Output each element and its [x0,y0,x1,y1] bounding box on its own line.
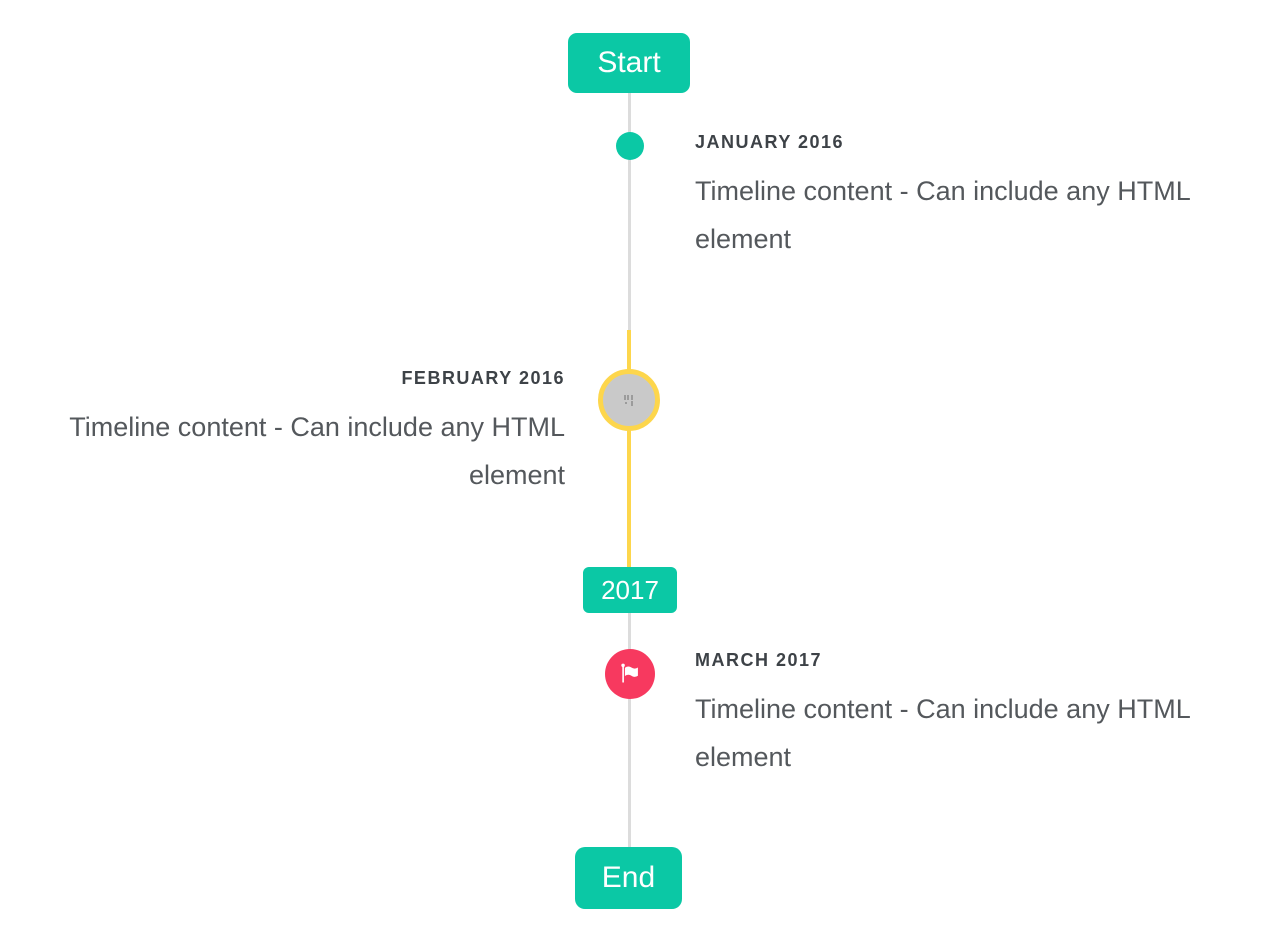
start-badge: Start [568,33,690,93]
marker-march [605,649,655,699]
timeline-line-highlight [627,330,631,567]
timeline-item-january: JANUARY 2016 Timeline content - Can incl… [695,131,1225,263]
item-title: FEBRUARY 2016 [401,368,565,388]
broken-image-icon [622,393,637,408]
item-title: MARCH 2017 [695,650,823,670]
year-badge: 2017 [583,567,677,613]
item-content: Timeline content - Can include any HTML … [69,412,565,490]
item-content: Timeline content - Can include any HTML … [695,694,1190,772]
timeline-item-february: FEBRUARY 2016 Timeline content - Can inc… [35,367,565,499]
marker-january [616,132,644,160]
end-badge-label: End [601,861,656,894]
item-title: JANUARY 2016 [695,132,845,152]
timeline-item-march: MARCH 2017 Timeline content - Can includ… [695,649,1225,781]
marker-february [598,369,660,431]
year-badge-label: 2017 [601,574,659,605]
item-content: Timeline content - Can include any HTML … [695,176,1190,254]
end-badge: End [575,847,682,909]
flag-icon [617,661,643,687]
start-badge-label: Start [597,46,661,79]
